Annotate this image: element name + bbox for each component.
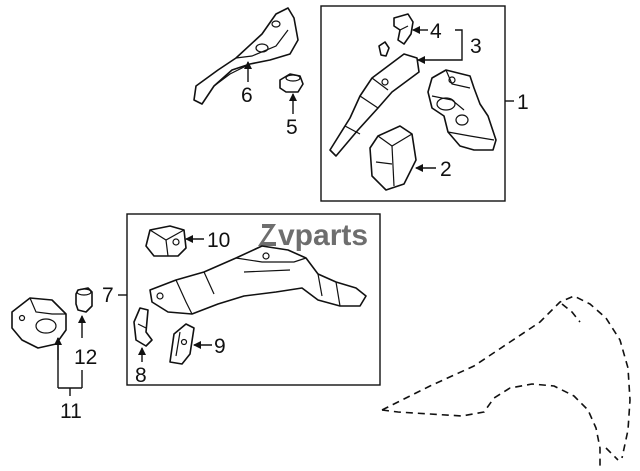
part-11-mount [11,297,67,349]
callout-9: 9 [214,335,226,358]
callout-1: 1 [517,91,529,114]
callout-8: 8 [135,364,147,387]
part-6-apron [193,7,299,105]
watermark-logo [258,224,276,246]
part-12-bumper [75,287,93,313]
fender-outline [381,295,631,466]
watermark-text: vparts [278,219,368,252]
part-clip [378,41,390,57]
part-1-tower [427,69,497,151]
part-4-bracket [393,13,414,45]
callout-3: 3 [470,35,482,58]
group-box-7 [126,213,381,386]
part-9-plate [169,323,195,365]
part-10-bracket [145,225,187,257]
callout-11: 11 [60,400,82,423]
group-box-1 [320,5,506,202]
callout-4: 4 [430,20,442,43]
part-3-rail [329,53,420,157]
callout-7: 7 [102,284,114,307]
callout-5: 5 [286,116,298,139]
part-7-rail [149,245,367,315]
leader-11 [57,338,83,396]
callout-2: 2 [440,158,452,181]
callout-10: 10 [207,229,230,252]
part-5-plug [279,73,304,93]
part-8-bracket [133,307,153,347]
callout-6: 6 [241,84,253,107]
callout-12: 12 [74,346,97,369]
part-2-bracket [369,125,417,191]
leader-3 [417,29,463,64]
